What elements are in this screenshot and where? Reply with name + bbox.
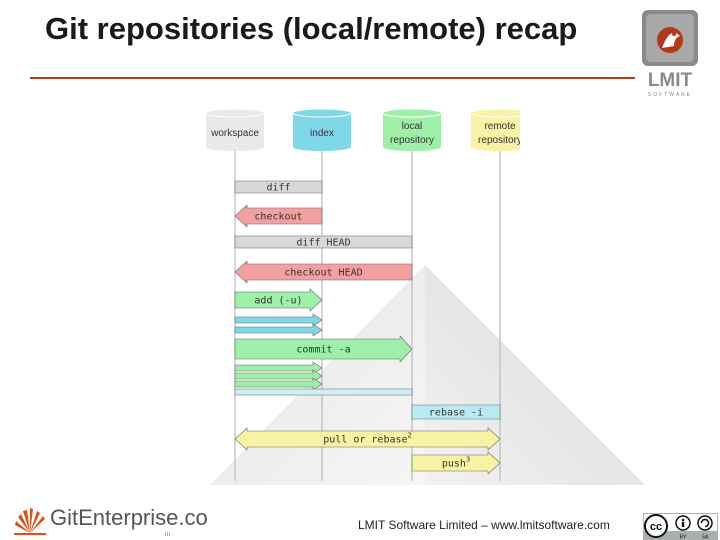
command-arrow xyxy=(235,370,322,382)
lmit-logo-sub: SOFTWARE xyxy=(648,92,692,98)
slide-title: Git repositories (local/remote) recap xyxy=(45,10,605,48)
command-label: add (-u) xyxy=(254,296,302,307)
command-label: commit -a xyxy=(296,345,350,356)
footer-text: LMIT Software Limited – www.lmitsoftware… xyxy=(358,518,610,532)
command-arrow: diff xyxy=(235,181,322,194)
command-label: diff HEAD xyxy=(296,238,350,249)
cc-by-sa-badge-icon: cc BY SA xyxy=(643,513,718,540)
cc-label-by: BY xyxy=(680,535,687,540)
gitenterprise-logo-icon xyxy=(12,503,48,537)
column-label-workspace: workspace xyxy=(210,128,259,139)
lmit-logo-text: LMIT xyxy=(648,70,693,91)
repo-cylinder-remote: remote repository xyxy=(471,109,520,151)
command-arrow: checkout xyxy=(235,205,322,227)
command-bar xyxy=(235,370,322,382)
command-label: push3 xyxy=(442,456,470,470)
gitenterprise-sub: m xyxy=(165,532,170,538)
repo-cylinder-local: local repository xyxy=(383,109,441,151)
command-bar xyxy=(235,362,322,374)
command-bar xyxy=(235,314,322,326)
command-label: rebase -i xyxy=(429,408,483,419)
command-bar xyxy=(235,378,322,390)
command-label: pull or rebase2 xyxy=(323,432,412,446)
command-label: checkout xyxy=(254,212,302,223)
command-arrow xyxy=(235,378,322,390)
command-arrow: commit -a xyxy=(235,336,412,362)
cc-label-sa: SA xyxy=(702,535,709,540)
command-bar xyxy=(235,324,322,336)
command-arrow: add (-u) xyxy=(235,289,322,311)
column-label-remote: remote xyxy=(484,121,516,132)
command-arrow xyxy=(235,389,412,395)
gitenterprise-text: GitEnterprise.co xyxy=(50,505,208,531)
command-footnote: 2 xyxy=(408,432,412,440)
command-arrow xyxy=(235,314,322,326)
title-divider xyxy=(30,77,635,79)
column-label-local: repository xyxy=(390,135,434,146)
command-arrow: diff HEAD xyxy=(235,236,412,249)
column-label-index: index xyxy=(310,128,334,139)
svg-text:cc: cc xyxy=(650,521,662,533)
command-arrow: pull or rebase2 xyxy=(235,428,500,450)
command-arrow xyxy=(235,324,322,336)
column-label-local: local xyxy=(402,121,423,132)
repo-cylinder-workspace: workspace xyxy=(206,109,264,151)
lmit-logo: LMIT SOFTWARE xyxy=(640,8,700,100)
command-arrow: checkout HEAD xyxy=(235,261,412,283)
command-label: diff xyxy=(266,183,290,194)
repo-cylinder-index: index xyxy=(293,109,351,151)
command-arrow: rebase -i xyxy=(412,405,500,419)
git-commands-diagram: workspace index local repository remote repos… xyxy=(200,103,520,483)
command-label: checkout HEAD xyxy=(284,268,362,279)
command-arrow xyxy=(235,362,322,374)
column-label-remote: repository xyxy=(478,135,520,146)
command-footnote: 3 xyxy=(466,456,470,464)
command-bar xyxy=(235,389,412,395)
command-arrow: push3 xyxy=(412,452,500,474)
